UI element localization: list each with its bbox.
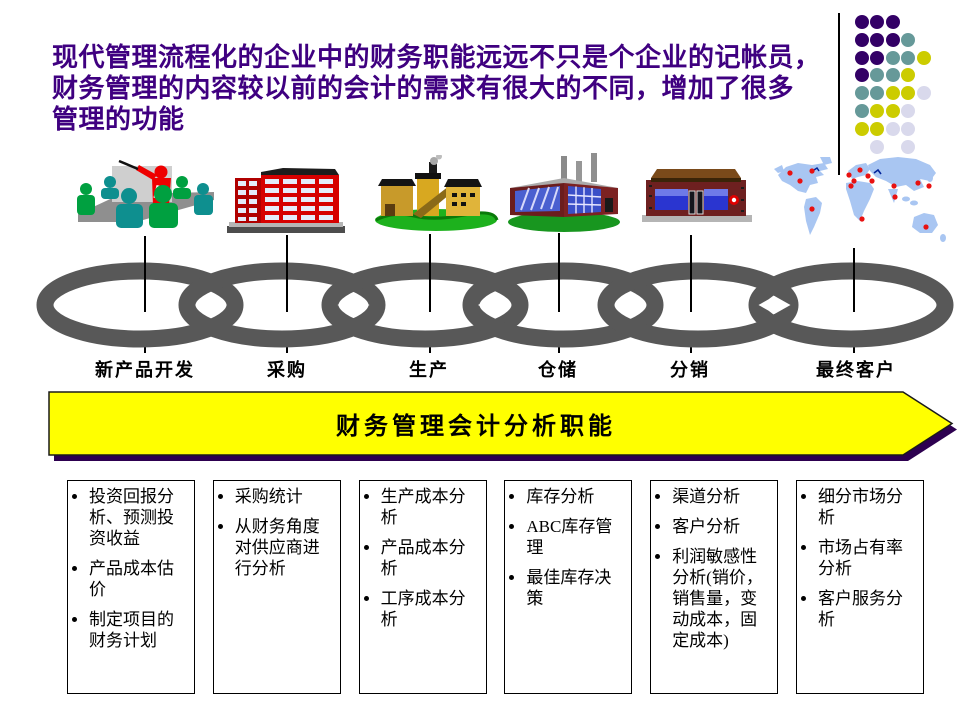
arrow-banner-label: 财务管理会计分析职能 [336,414,616,440]
bullet-item: 制定项目的财务计划 [89,609,186,651]
deco-dot [855,68,869,83]
deco-dot [901,32,916,47]
deco-dot [870,50,885,65]
deco-dot [885,103,900,118]
deco-dot [870,15,885,29]
title-line-1: 现代管理流程化的企业中的财务职能远远不只是个企业的记帐员， [52,42,821,72]
deco-dot [855,50,869,65]
bullet-item: 生产成本分析 [381,486,478,528]
deco-dot [885,68,900,83]
connector-line-production [429,234,431,312]
deco-dot [870,32,885,47]
deco-dot [901,50,916,65]
bullet-list: 生产成本分析产品成本分析工序成本分析 [362,486,478,630]
connector-line-warehousing [558,233,560,312]
function-box-new-product: 投资回报分析、预测投资收益产品成本估价制定项目的财务计划 [67,480,195,694]
stage-label-customer: 最终客户 [816,360,896,380]
function-box-customer: 细分市场分析市场占有率分析客户服务分析 [795,480,924,694]
bullet-item: 工序成本分析 [381,588,478,630]
dots-pattern [855,15,932,157]
deco-dot [901,86,916,101]
deco-dot [901,68,916,83]
deco-dot [870,139,885,154]
deco-dot [901,121,916,136]
deco-dot [870,103,885,118]
bullet-item: 渠道分析 [672,486,769,507]
deco-dot [885,86,900,101]
deco-dot [885,50,900,65]
function-boxes-row: 投资回报分析、预测投资收益产品成本估价制定项目的财务计划 采购统计从财务角度对供… [67,480,924,694]
office-building-clipart [227,168,345,233]
bullet-item: 客户服务分析 [818,588,915,630]
bullet-item: 采购统计 [235,486,332,507]
connector-line-new-product [144,236,146,312]
deco-dot [901,103,916,118]
bullet-item: 最佳库存决策 [526,567,623,609]
bullet-list: 投资回报分析、预测投资收益产品成本估价制定项目的财务计划 [70,486,186,651]
function-box-procurement: 采购统计从财务角度对供应商进行分析 [212,480,341,694]
stage-label-distribution: 分销 [670,360,710,380]
connector-line-procurement [286,235,288,312]
bullet-item: 利润敏感性分析(销价，销售量，变动成本，固定成本) [672,546,769,651]
connector-line-customer [853,248,855,312]
slide-title: 现代管理流程化的企业中的财务职能远远不只是个企业的记帐员， 财务管理的内容较以前… [52,42,852,135]
bullet-list: 库存分析 ABC库存管理最佳库存决策 [507,486,623,609]
deco-dot [885,32,900,47]
title-line-3: 管理的功能 [52,104,185,134]
deco-dot [870,121,885,136]
bullet-list: 采购统计从财务角度对供应商进行分析 [216,486,332,579]
deco-dot [870,86,885,101]
function-box-production: 生产成本分析产品成本分析工序成本分析 [358,480,487,694]
bullet-list: 细分市场分析市场占有率分析客户服务分析 [799,486,915,630]
warehouse-clipart [508,153,620,232]
bullet-item: 投资回报分析、预测投资收益 [89,486,186,549]
deco-dot [855,15,869,29]
bullet-list: 渠道分析客户分析利润敏感性分析(销价，销售量，变动成本，固定成本) [653,486,769,651]
arrow-banner [48,391,957,461]
deco-dot [855,32,869,47]
presentation-meeting-clipart [77,159,214,228]
bullet-item: 库存分析 [526,486,623,507]
deco-dot [885,15,900,29]
deco-dot [855,103,869,118]
deco-dot [885,121,900,136]
world-map-clipart [774,157,946,242]
bullet-item: 细分市场分析 [818,486,915,528]
function-box-warehousing: 库存分析 ABC库存管理最佳库存决策 [504,480,633,694]
bullet-item: 产品成本估价 [89,558,186,600]
stage-label-production: 生产 [409,360,449,380]
deco-dot [916,50,931,65]
deco-dot [855,86,869,101]
connector-line-distribution [690,235,692,312]
storefront-clipart [642,169,752,222]
bullet-item: 产品成本分析 [381,537,478,579]
stage-label-warehousing: 仓储 [538,360,578,380]
stage-label-procurement: 采购 [267,360,307,380]
bullet-item: ABC库存管理 [526,516,623,558]
stage-label-new-product: 新产品开发 [95,360,195,380]
deco-dot [901,139,916,154]
factory-clipart [375,155,499,231]
deco-dot [855,121,869,136]
supply-chain-graphic [36,262,954,348]
title-line-2: 财务管理的内容较以前的会计的需求有很大的不同，增加了很多 [52,73,795,103]
bullet-item: 从财务角度对供应商进行分析 [235,516,332,579]
vertical-divider-line [838,13,840,175]
deco-dot [916,86,931,101]
deco-dot [870,68,885,83]
bullet-item: 客户分析 [672,516,769,537]
bullet-item: 市场占有率分析 [818,537,915,579]
function-box-distribution: 渠道分析客户分析利润敏感性分析(销价，销售量，变动成本，固定成本) [650,480,779,694]
